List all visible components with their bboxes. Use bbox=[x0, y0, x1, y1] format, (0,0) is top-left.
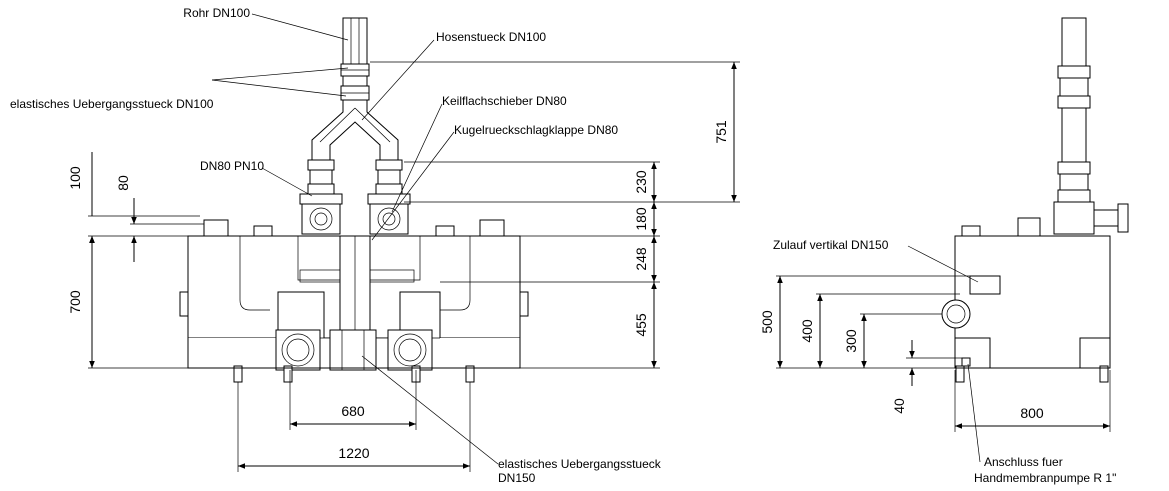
side-inlet bbox=[969, 275, 1001, 295]
leader-lines bbox=[211, 13, 981, 465]
valve-left bbox=[301, 203, 341, 235]
side-view bbox=[941, 17, 1129, 383]
side-valve bbox=[1053, 201, 1095, 235]
dim-700: 700 bbox=[67, 290, 83, 314]
dim-1220: 1220 bbox=[338, 445, 369, 461]
label-inlet: Zulauf vertikal DN150 bbox=[773, 238, 889, 252]
dim-800: 800 bbox=[1020, 405, 1044, 421]
label-elastic-dn100: elastisches Uebergangsstueck DN100 bbox=[10, 97, 214, 111]
dim-455: 455 bbox=[633, 313, 649, 337]
dimension-lines bbox=[88, 61, 1111, 472]
flange-left bbox=[299, 193, 343, 205]
dim-180: 180 bbox=[633, 207, 649, 231]
front-view bbox=[179, 17, 529, 383]
top-hump-left-1 bbox=[203, 219, 229, 237]
dim-300: 300 bbox=[843, 329, 859, 353]
label-elastic-dn150-2: DN150 bbox=[498, 471, 536, 485]
elastic-dn150-fitting bbox=[329, 329, 377, 371]
label-pipe-dn100: Rohr DN100 bbox=[183, 6, 250, 20]
dim-680: 680 bbox=[341, 403, 365, 419]
y-piece bbox=[311, 99, 399, 161]
outlet-left bbox=[275, 329, 321, 371]
labels: Rohr DN100 Hosenstueck DN100 elastisches… bbox=[10, 6, 1116, 485]
label-y-piece: Hosenstueck DN100 bbox=[436, 30, 546, 44]
flange-right bbox=[367, 193, 411, 205]
dim-100: 100 bbox=[67, 166, 83, 190]
outlet-right bbox=[387, 329, 433, 371]
label-pump-2: Handmembranpumpe R 1" bbox=[974, 471, 1116, 485]
dim-751: 751 bbox=[713, 120, 729, 144]
dim-500: 500 bbox=[759, 310, 775, 334]
label-ball-check: Kugelrueckschlagklappe DN80 bbox=[454, 123, 618, 137]
dimension-values: 100 80 700 751 230 180 248 455 680 1220 … bbox=[67, 120, 1044, 461]
dim-248: 248 bbox=[633, 247, 649, 271]
label-pump-1: Anschluss fuer bbox=[984, 455, 1063, 469]
label-elastic-dn150-1: elastisches Uebergangsstueck bbox=[498, 457, 662, 471]
dim-400: 400 bbox=[799, 319, 815, 343]
dim-40: 40 bbox=[891, 398, 907, 414]
side-opening bbox=[941, 299, 971, 329]
pipe-dn100 bbox=[342, 17, 368, 67]
dim-80: 80 bbox=[115, 175, 131, 191]
side-pipe bbox=[1061, 17, 1087, 71]
valve-right bbox=[369, 203, 409, 235]
label-gate-valve: Keilflachschieber DN80 bbox=[442, 94, 567, 108]
dim-230: 230 bbox=[633, 170, 649, 194]
label-flange: DN80 PN10 bbox=[200, 159, 264, 173]
